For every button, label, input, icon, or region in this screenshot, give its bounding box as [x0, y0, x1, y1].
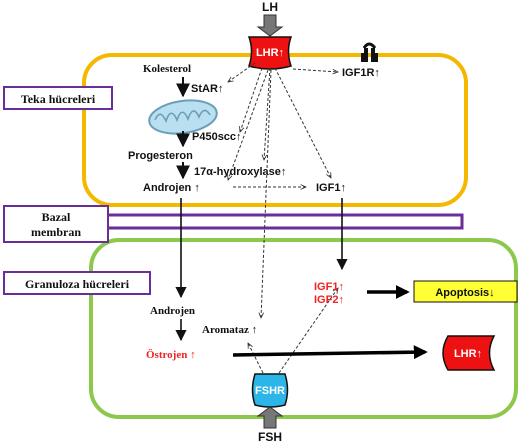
granulosa-igf1-label: IGF1↑ [314, 281, 344, 293]
lhr-granulosa-label: LHR↑ [454, 348, 482, 360]
fshr-receptor-icon [251, 373, 289, 408]
dash-lhr-p450 [240, 67, 263, 132]
p450scc-label: P450scc↑ [192, 131, 242, 143]
dash-lhr-androjen [228, 69, 269, 180]
bazal-label-line2: membran [31, 225, 81, 239]
arrow-ostrojen-lhr [232, 345, 428, 360]
theca-label-box [3, 86, 113, 110]
apoptosis-label: Apoptosis↓ [435, 287, 494, 299]
granulosa-label-box [3, 271, 151, 295]
theca-androjen-label: Androjen ↑ [143, 182, 200, 194]
dash-lhr-igf1r [292, 68, 338, 72]
lh-arrow-icon [256, 14, 284, 37]
dash-lhr-aromataz [261, 69, 272, 318]
igf1r-receptor-icon [361, 42, 378, 62]
fshr-label: FSHR [255, 385, 285, 397]
dash-lhr-igf1 [274, 67, 331, 178]
dash-fshr-igf1 [278, 288, 338, 374]
granulosa-label: Granuloza hücreleri [25, 277, 130, 291]
star-label: StAR↑ [191, 83, 223, 95]
granulosa-androjen-label: Androjen [150, 305, 195, 317]
basal-membrane-bar [89, 213, 464, 230]
hydroxylase-label: 17α-hydroxylase↑ [194, 166, 286, 178]
apoptosis-box [413, 280, 518, 303]
granulosa-cell [89, 238, 518, 419]
bazal-label-box [3, 205, 109, 243]
lh-label: LH [262, 0, 278, 14]
fsh-arrow-icon [256, 406, 284, 429]
dash-lhr-hydroxylase [264, 67, 271, 160]
mitochondrion-icon [148, 99, 218, 135]
lhr-top-receptor-icon [247, 36, 293, 70]
aromataz-label: Aromataz ↑ [202, 324, 257, 336]
igf1r-label: IGF1R↑ [342, 67, 380, 79]
theca-igf1-label: IGF1↑ [316, 182, 346, 194]
dash-fshr-aromataz [248, 343, 264, 374]
lhr-top-label: LHR↑ [256, 47, 284, 59]
dash-lhr-star [228, 62, 256, 82]
fsh-label: FSH [258, 430, 282, 444]
granulosa-igf2-label: IGF2↑ [314, 294, 344, 306]
lhr-granulosa-receptor-icon [442, 335, 496, 371]
theca-cell [82, 53, 468, 207]
bazal-label-line1: Bazal [42, 210, 71, 224]
kolesterol-label: Kolesterol [143, 63, 191, 75]
ostrojen-label: Östrojen ↑ [146, 348, 196, 361]
progesteron-label: Progesteron [128, 150, 193, 162]
theca-label: Teka hücreleri [21, 92, 96, 106]
